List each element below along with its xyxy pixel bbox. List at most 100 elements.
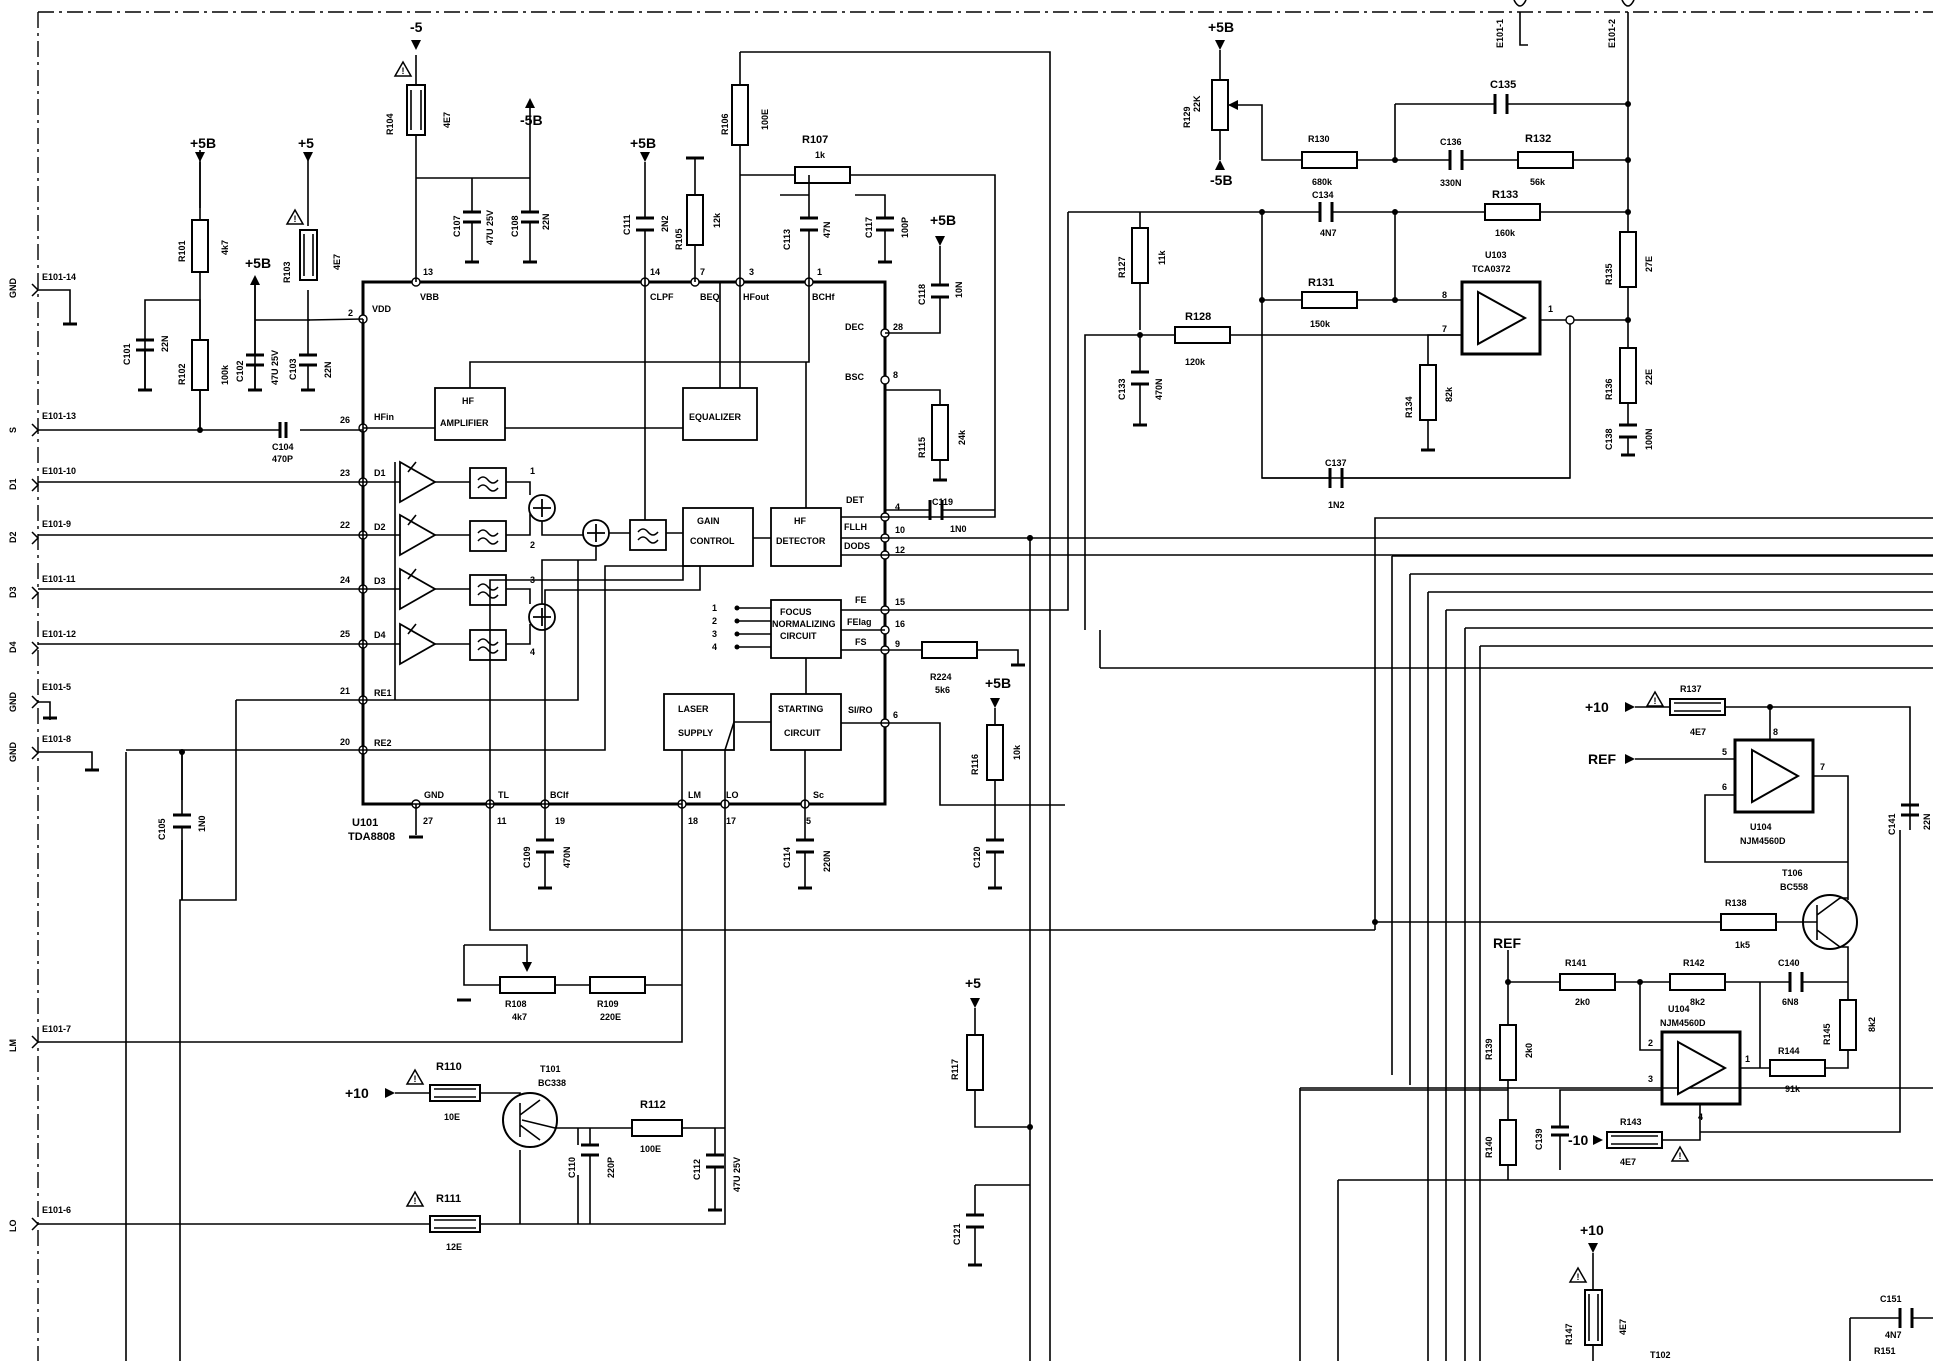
supply-m10: -10 bbox=[1568, 1132, 1588, 1148]
c102-val: 47U 25V bbox=[270, 350, 280, 385]
pin-num-20: 20 bbox=[340, 737, 350, 747]
c136-val: 330N bbox=[1440, 178, 1462, 188]
pin-gnd: GND bbox=[424, 790, 445, 800]
signal-gnd-3: GND bbox=[8, 742, 18, 763]
sheet-border bbox=[37, 11, 1933, 1361]
u104a-pin7: 7 bbox=[1820, 762, 1825, 772]
connector-e101-14: E101-14 bbox=[42, 272, 76, 282]
connector-e101-9: E101-9 bbox=[42, 519, 71, 529]
c108-ref: C108 bbox=[510, 215, 520, 237]
pin-num-1: 1 bbox=[817, 267, 822, 277]
c111-ref: C111 bbox=[622, 214, 632, 235]
supply-p5b-d: +5B bbox=[930, 212, 956, 228]
signal-d2: D2 bbox=[8, 531, 18, 543]
c140-ref: C140 bbox=[1778, 958, 1800, 968]
pin-num-28: 28 bbox=[893, 322, 903, 332]
c109-val: 470N bbox=[562, 846, 572, 868]
pin-num-12: 12 bbox=[895, 545, 905, 555]
u104b-pin3: 3 bbox=[1648, 1074, 1653, 1084]
pin-re2: RE2 bbox=[374, 738, 392, 748]
r109-ref: R109 bbox=[597, 999, 619, 1009]
r128-val: 120k bbox=[1185, 357, 1206, 367]
c110-ref: C110 bbox=[567, 1157, 577, 1178]
r112-val: 100E bbox=[640, 1144, 661, 1154]
r141-val: 2k0 bbox=[1575, 997, 1590, 1007]
r110-ref: R110 bbox=[436, 1061, 462, 1073]
u103-type: TCA0372 bbox=[1472, 264, 1511, 274]
u103-section: +5B -5B R129 22K R130 680k C135 C136 330… bbox=[885, 0, 1654, 630]
c133-val: 470N bbox=[1154, 378, 1164, 400]
supply-m5: -5 bbox=[410, 19, 423, 35]
c136-ref: C136 bbox=[1440, 137, 1462, 147]
r130-val: 680k bbox=[1312, 177, 1333, 187]
c110-val: 220P bbox=[606, 1157, 616, 1178]
r108-ref: R108 bbox=[505, 999, 527, 1009]
block-hf-amp-2: AMPLIFIER bbox=[440, 418, 489, 428]
r145-val: 8k2 bbox=[1867, 1017, 1877, 1032]
u104a-ref: U104 bbox=[1750, 822, 1772, 832]
r104-ref: R104 bbox=[385, 113, 395, 135]
pin-num-6: 6 bbox=[893, 710, 898, 720]
r111-val: 12E bbox=[446, 1242, 462, 1252]
r151-ref: R151 bbox=[1874, 1346, 1896, 1356]
u101-ref: U101 bbox=[352, 817, 378, 829]
t106-ref: T106 bbox=[1782, 868, 1803, 878]
r133-ref: R133 bbox=[1492, 189, 1518, 201]
signal-d1: D1 bbox=[8, 478, 18, 490]
u104-section: +10 R137 4E7 REF 8 5 6 7 U104 NJM4560D C… bbox=[1300, 684, 1933, 1361]
c138-val: 100N bbox=[1644, 428, 1654, 450]
focus-in-4: 4 bbox=[712, 642, 717, 652]
pin-lm: LM bbox=[688, 790, 701, 800]
connector-e101-8: E101-8 bbox=[42, 734, 71, 744]
pin-sc: Sc bbox=[813, 790, 824, 800]
pin-num-17: 17 bbox=[726, 816, 736, 826]
r147-val: 4E7 bbox=[1618, 1319, 1628, 1335]
r106-val: 100E bbox=[760, 109, 770, 130]
supply-p5: +5 bbox=[298, 135, 314, 151]
connector-e101-11: E101-11 bbox=[42, 574, 76, 584]
c104-val: 470P bbox=[272, 454, 293, 464]
u104a-pin6: 6 bbox=[1722, 782, 1727, 792]
connector-e101-1: E101-1 bbox=[1495, 19, 1505, 48]
bus-lines bbox=[885, 517, 1933, 1361]
r112-ref: R112 bbox=[640, 1099, 666, 1111]
r142-val: 8k2 bbox=[1690, 997, 1705, 1007]
block-laser-1: LASER bbox=[678, 704, 709, 714]
c121-ref: C121 bbox=[952, 1223, 962, 1245]
c105-ref: C105 bbox=[157, 818, 167, 840]
u101-tda8808: U101 TDA8808 VDD VBB CLPF BEQ HFout BCHf… bbox=[340, 267, 905, 843]
c103-val: 22N bbox=[323, 361, 333, 378]
u104a-type: NJM4560D bbox=[1740, 836, 1786, 846]
r143-val: 4E7 bbox=[1620, 1157, 1636, 1167]
supply-p5b-e: +5B bbox=[985, 675, 1011, 691]
r136-ref: R136 bbox=[1604, 378, 1614, 400]
supply-p5b-a: +5B bbox=[190, 135, 216, 151]
r147-ref: R147 bbox=[1564, 1323, 1574, 1345]
r137-val: 4E7 bbox=[1690, 727, 1706, 737]
focus-in-2: 2 bbox=[712, 616, 717, 626]
c108-val: 22N bbox=[541, 213, 551, 230]
supply-p5b-c: +5B bbox=[630, 135, 656, 151]
r129-val: 22K bbox=[1192, 95, 1202, 112]
pin-d2: D2 bbox=[374, 522, 386, 532]
pin-num-7: 7 bbox=[700, 267, 705, 277]
r115-val: 24k bbox=[957, 429, 967, 445]
signal-gnd-2: GND bbox=[8, 692, 18, 713]
block-equalizer: EQUALIZER bbox=[689, 412, 742, 422]
r107-val: 1k bbox=[815, 150, 826, 160]
pin-tl: TL bbox=[498, 790, 509, 800]
connector-e101-7: E101-7 bbox=[42, 1024, 71, 1034]
r115-ref: R115 bbox=[917, 437, 927, 458]
top-components: -5 R104 4E7 -5B C107 47U 25V C108 22N +5… bbox=[122, 19, 1051, 1361]
supply-p10-a: +10 bbox=[345, 1085, 369, 1101]
r105-val: 12k bbox=[712, 212, 722, 228]
c118-ref: C118 bbox=[917, 284, 927, 305]
u103-pin7: 7 bbox=[1442, 324, 1447, 334]
r131-ref: R131 bbox=[1308, 277, 1334, 289]
c102-ref: C102 bbox=[235, 360, 245, 382]
u104b-type: NJM4560D bbox=[1660, 1018, 1706, 1028]
r136-val: 22E bbox=[1644, 369, 1654, 385]
pin-num-9: 9 bbox=[895, 639, 900, 649]
r101-ref: R101 bbox=[177, 240, 187, 262]
r116-val: 10k bbox=[1012, 744, 1022, 760]
